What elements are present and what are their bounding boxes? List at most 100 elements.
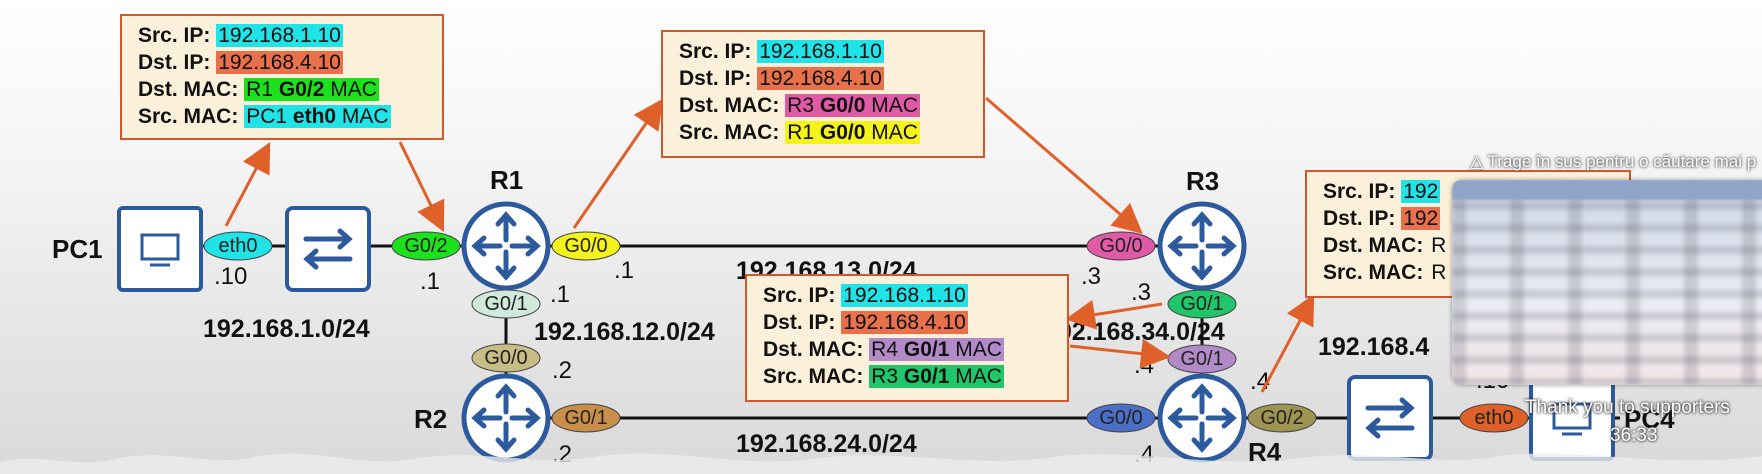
- h3-src-mac: R3 G0/1 MAC: [869, 365, 1004, 388]
- h2-src-ip: 192.168.1.10: [757, 40, 884, 63]
- h3-src-ip: 192.168.1.10: [841, 284, 968, 307]
- h1-dst-mac-key: Dst. MAC:: [138, 78, 239, 101]
- addr-pc1: .10: [214, 263, 247, 290]
- svg-text:G0/2: G0/2: [1260, 407, 1303, 429]
- r1-label: R1: [490, 165, 523, 195]
- h4-dst-ip-row: Dst. IP: 192: [1323, 205, 1613, 232]
- addr-r3-g00: .3: [1081, 263, 1101, 290]
- h2-src-mac: R1 G0/0 MAC: [785, 121, 920, 144]
- thumbnail-header-bar: [1452, 180, 1762, 200]
- addr-r1-g02: .1: [420, 268, 440, 295]
- thumbnail-blur: [1452, 180, 1762, 385]
- h1-dst-mac: R1 G0/2 MAC: [244, 78, 379, 101]
- h1-dst-mac-row: Dst. MAC: R1 G0/2 MAC: [138, 76, 426, 103]
- h2-dst-ip-key: Dst. IP:: [679, 67, 752, 90]
- if-r1-g00[interactable]: G0/0: [551, 231, 621, 261]
- h3-dst-mac-row: Dst. MAC: R4 G0/1 MAC: [763, 336, 1051, 363]
- if-pc4-eth0[interactable]: eth0: [1459, 403, 1529, 433]
- svg-text:G0/0: G0/0: [564, 235, 607, 257]
- h4-src-mac-row: Src. MAC: R: [1323, 259, 1613, 286]
- h1-src-mac-row: Src. MAC: PC1 eth0 MAC: [138, 103, 426, 130]
- subnet-r3r4: 192.168.34.0/24: [1044, 318, 1225, 346]
- h1-src-ip-row: Src. IP: 192.168.1.10: [138, 22, 426, 49]
- if-pc1-eth0[interactable]: eth0: [203, 231, 273, 261]
- h2-src-mac-key: Src. MAC:: [679, 121, 780, 144]
- svg-text:G0/0: G0/0: [484, 347, 527, 369]
- h4-src-mac-key: Src. MAC:: [1323, 261, 1424, 284]
- subnet-r2r4: 192.168.24.0/24: [736, 430, 917, 458]
- h2-dst-mac-row: Dst. MAC: R3 G0/0 MAC: [679, 92, 967, 119]
- router-r1-icon[interactable]: [464, 204, 548, 288]
- h2-dst-ip: 192.168.4.10: [757, 67, 884, 90]
- svg-text:G0/0: G0/0: [1099, 235, 1142, 257]
- h1-src-ip-key: Src. IP:: [138, 24, 211, 47]
- arrow-r3-to-h3: [1065, 299, 1163, 330]
- svg-text:G0/1: G0/1: [1180, 348, 1223, 370]
- if-r1-g01[interactable]: G0/1: [471, 289, 541, 319]
- if-r2-g01[interactable]: G0/1: [551, 403, 621, 433]
- h3-dst-mac: R4 G0/1 MAC: [869, 338, 1004, 361]
- subnet-r1r2: 192.168.12.0/24: [534, 318, 715, 346]
- arrow-pc1-to-h1: [224, 142, 271, 227]
- if-r4-g01[interactable]: G0/1: [1167, 344, 1237, 374]
- h2-dst-mac: R3 G0/0 MAC: [785, 94, 920, 117]
- svg-text:eth0: eth0: [1475, 407, 1514, 429]
- arrow-h1-to-r1: [398, 141, 445, 233]
- pc1-icon[interactable]: [117, 206, 203, 292]
- if-r4-g02[interactable]: G0/2: [1247, 403, 1317, 433]
- h2-src-mac-row: Src. MAC: R1 G0/0 MAC: [679, 119, 967, 146]
- video-timestamp: 36:33: [1610, 425, 1658, 446]
- packet-header-box-2: Src. IP: 192.168.1.10 Dst. IP: 192.168.4…: [661, 30, 985, 158]
- h4-src-ip-row: Src. IP: 192: [1323, 178, 1613, 205]
- pc4-label: PC4: [1624, 404, 1675, 434]
- h1-dst-ip: 192.168.4.10: [216, 51, 343, 74]
- svg-text:G0/2: G0/2: [404, 235, 447, 257]
- h4-dst-ip-key: Dst. IP:: [1323, 207, 1396, 230]
- addr-r3-g01: .3: [1131, 279, 1151, 306]
- video-suggestion-thumbnail[interactable]: [1452, 180, 1762, 385]
- if-r1-g02[interactable]: G0/2: [391, 231, 461, 261]
- h4-dst-mac: R: [1431, 234, 1447, 257]
- subnet-lan1: 192.168.1.0/24: [203, 315, 370, 343]
- router-r2-icon[interactable]: [464, 376, 548, 460]
- flow-arrows: [224, 96, 1315, 393]
- switch1-icon[interactable]: [287, 208, 369, 290]
- h1-dst-ip-row: Dst. IP: 192.168.4.10: [138, 49, 426, 76]
- packet-header-box-1: Src. IP: 192.168.1.10 Dst. IP: 192.168.4…: [120, 14, 444, 140]
- router-r3-icon[interactable]: [1160, 204, 1244, 288]
- h2-dst-mac-key: Dst. MAC:: [679, 94, 780, 117]
- h3-src-mac-row: Src. MAC: R3 G0/1 MAC: [763, 363, 1051, 390]
- if-r4-g00[interactable]: G0/0: [1086, 403, 1156, 433]
- h4-src-ip: 192: [1401, 180, 1441, 203]
- h2-src-ip-row: Src. IP: 192.168.1.10: [679, 38, 967, 65]
- h4-src-mac: R: [1431, 261, 1447, 284]
- packet-header-box-3: Src. IP: 192.168.1.10 Dst. IP: 192.168.4…: [745, 274, 1069, 402]
- pc1-label: PC1: [52, 234, 103, 264]
- svg-text:eth0: eth0: [219, 235, 258, 257]
- arrow-r1-to-h2: [572, 98, 664, 229]
- switch4-icon[interactable]: [1349, 377, 1431, 459]
- svg-text:G0/1: G0/1: [1180, 293, 1223, 315]
- h3-dst-mac-key: Dst. MAC:: [763, 338, 864, 361]
- swipe-up-hint[interactable]: △ Trage în sus pentru o căutare mai p: [1470, 152, 1757, 171]
- if-r3-g01[interactable]: G0/1: [1167, 289, 1237, 319]
- h1-src-ip: 192.168.1.10: [216, 24, 343, 47]
- h3-src-ip-key: Src. IP:: [763, 284, 836, 307]
- h4-dst-ip: 192: [1401, 207, 1441, 230]
- bottom-wave-decoration: [0, 453, 1762, 474]
- h3-src-ip-row: Src. IP: 192.168.1.10: [763, 282, 1051, 309]
- h1-dst-ip-key: Dst. IP:: [138, 51, 211, 74]
- h3-dst-ip-key: Dst. IP:: [763, 311, 836, 334]
- addr-r1-g01: .1: [550, 281, 570, 308]
- h3-dst-ip: 192.168.4.10: [841, 311, 968, 334]
- if-r3-g00[interactable]: G0/0: [1086, 231, 1156, 261]
- r2-label: R2: [414, 404, 447, 434]
- h1-src-mac: PC1 eth0 MAC: [244, 105, 391, 128]
- h4-dst-mac-key: Dst. MAC:: [1323, 234, 1424, 257]
- if-r2-g00[interactable]: G0/0: [471, 343, 541, 373]
- h2-dst-ip-row: Dst. IP: 192.168.4.10: [679, 65, 967, 92]
- r3-label: R3: [1186, 166, 1219, 196]
- router-r4-icon[interactable]: [1160, 376, 1244, 460]
